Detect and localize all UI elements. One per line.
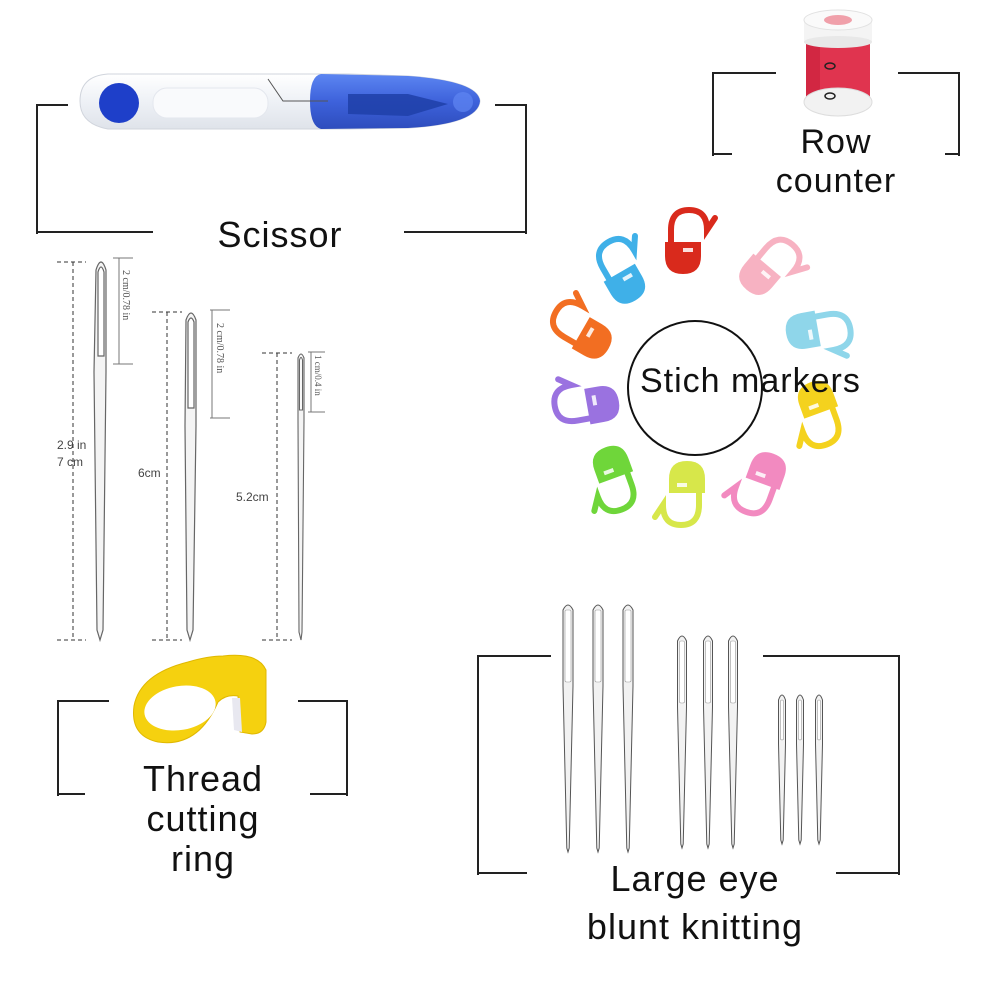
scissor-bracket-left-bottom [36, 231, 153, 233]
knitting-needle-icon [703, 635, 713, 850]
knitting-needle-icon [622, 604, 634, 854]
needle-medium-length: 6cm [138, 466, 161, 480]
large-eye-needles-image [562, 604, 823, 854]
needle-medium-eye-size: 2 cm/0.78 in [214, 323, 225, 374]
scissor-bracket-left [36, 104, 68, 234]
knitting-needle-icon [592, 604, 604, 854]
stitch-marker-icon [595, 232, 646, 304]
needle-large-length-cm: 7 cm [57, 455, 84, 469]
stitch-markers-image [549, 206, 854, 529]
needles-label-line2: blunt knitting [586, 906, 804, 947]
ring-label-line3: ring [170, 838, 236, 879]
needle-diagram [57, 257, 325, 643]
needle-small-length: 5.2cm [236, 490, 269, 504]
stitch-marker-icon [785, 310, 854, 359]
ring-bracket-left [57, 700, 109, 796]
stitch-marker-icon [551, 376, 620, 425]
stitch-marker-icon [739, 236, 811, 295]
knitting-needle-icon [815, 694, 823, 846]
row-counter-label-line1: Row [800, 123, 872, 161]
stitch-marker-icon [549, 290, 612, 359]
stitch-marker-icon [721, 452, 786, 517]
knitting-needle-icon [562, 604, 574, 854]
row-counter-bracket-right-bottom [945, 153, 958, 155]
needle-small-eye-size: 1 cm/0.4 in [313, 355, 323, 396]
row-counter-image [803, 9, 873, 117]
row-counter-bracket-left-bottom [712, 153, 732, 155]
ring-bracket-left-bottom [57, 793, 85, 795]
row-counter-bracket-right [898, 72, 960, 156]
needle-large-eye-size: 2 cm/0.78 in [120, 270, 131, 321]
knitting-needle-icon [796, 694, 804, 846]
needle-medium [184, 312, 197, 643]
knitting-needle-icon [778, 694, 786, 846]
needle-small [297, 353, 305, 641]
ring-bracket-right [298, 700, 348, 796]
ring-bracket-right-bottom [310, 793, 346, 795]
needles-bracket-right [763, 655, 900, 875]
thread-cutting-ring-image [133, 654, 267, 744]
knitting-needle-icon [728, 635, 738, 850]
needle-large-length-in: 2.9 in [57, 438, 87, 452]
stitch-marker-icon [591, 445, 637, 515]
ring-label-line1: Thread [142, 758, 264, 799]
needles-bracket-left [477, 655, 551, 875]
knitting-needle-icon [677, 635, 687, 850]
needles-bracket-right-bottom [836, 872, 898, 874]
stitch-markers-circle [627, 320, 763, 456]
stitch-markers-label: Stich markers [640, 362, 861, 400]
needles-label-line1: Large eye [610, 858, 780, 899]
stitch-marker-icon [652, 461, 705, 529]
row-counter-label-line2: counter [775, 162, 897, 200]
stitch-marker-icon [796, 380, 842, 450]
scissor-bracket-right-bottom [404, 231, 525, 233]
stitch-marker-icon [665, 206, 718, 274]
ring-label-line2: cutting [146, 798, 260, 839]
scissor-label: Scissor [217, 214, 343, 255]
row-counter-bracket-left [712, 72, 776, 156]
needles-bracket-left-bottom [477, 872, 527, 874]
needle-large [93, 261, 107, 643]
scissor-bracket-right [495, 104, 527, 234]
scissor-image [79, 73, 481, 130]
